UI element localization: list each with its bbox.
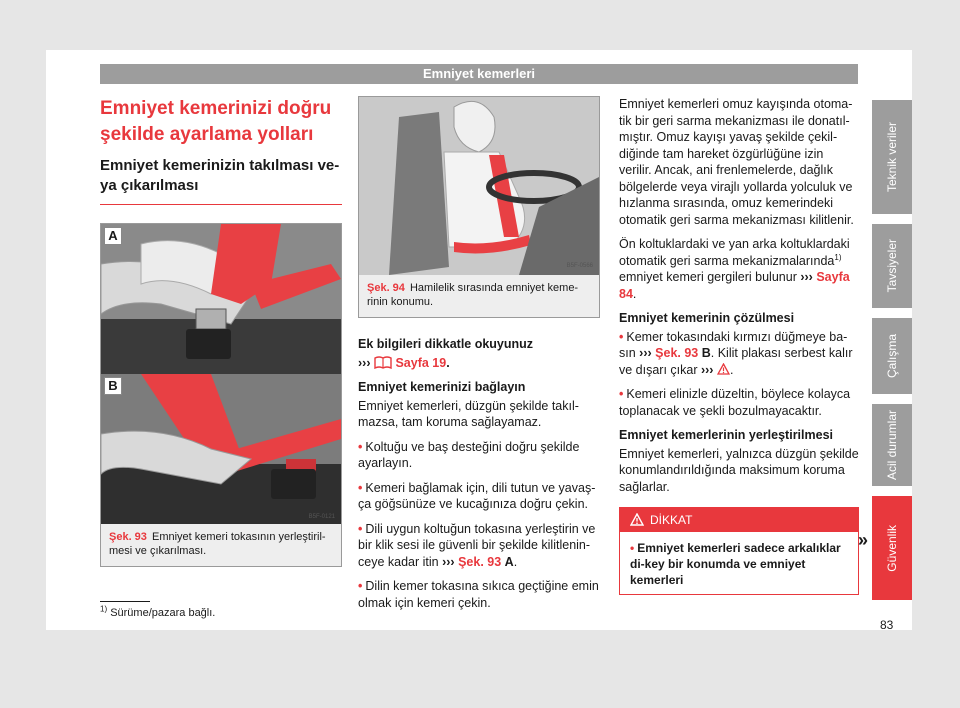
tab-tavsiyeler[interactable]: Tavsiyeler: [872, 224, 912, 308]
bullet-unfasten-2: •Kemeri elinizle düzeltin, böylece kolay…: [619, 387, 851, 418]
figure-panel-a-label: A: [104, 227, 122, 245]
warning-triangle-icon[interactable]: [716, 362, 731, 375]
figure-image-code: B5F-0566: [566, 263, 593, 269]
bullet-unfasten-1: •Kemer tokasındaki kırmızı düğmeye ba-sı…: [619, 329, 853, 377]
page-number: 83: [880, 618, 894, 632]
section-subtitle: Emniyet kemerinizin takılması ve-ya çıka…: [100, 156, 342, 205]
bullet-fasten-1: •Koltuğu ve baş desteğini doğru şekilde …: [358, 439, 580, 471]
column-3: Emniyet kemerleri omuz kayışında otoma-t…: [619, 96, 859, 595]
bullet-fasten-4: •Dilin kemer tokasına sıkıca geçtiğine e…: [358, 579, 599, 610]
pregnant-driver-illustration: [359, 97, 599, 275]
figure-93-b-link[interactable]: Şek. 93: [655, 346, 699, 360]
book-icon: [374, 355, 392, 369]
tab-acil-durumlar[interactable]: Acil durumlar: [872, 404, 912, 486]
para-tensioners: Ön koltuklardaki ve yan arka koltuklarda…: [619, 237, 850, 301]
continue-mark: »: [858, 530, 869, 550]
figure-image-code: B5F-0121: [308, 514, 335, 520]
heading-placement: Emniyet kemerlerinin yerleştirilmesi: [619, 428, 833, 442]
figure-93: A B B5F-0121 Şek. 93 Emniyet kemeri toka…: [100, 223, 342, 567]
warning-title: DİKKAT: [650, 513, 693, 527]
warning-triangle-icon: [629, 512, 645, 526]
figure-ref: Şek. 94: [367, 282, 405, 294]
bullet-fasten-2: •Kemeri bağlamak için, dili tutun ve yav…: [358, 480, 596, 512]
figure-94: B5F-0566 Şek. 94 Hamilelik sırasında emn…: [358, 96, 600, 318]
info-ref: Sayfa 19: [395, 355, 447, 370]
figure-caption-text: Emniyet kemeri tokasının yerleştiril-mes…: [109, 531, 326, 557]
page-84-link[interactable]: Sayfa 84: [619, 270, 850, 301]
para-placement: Emniyet kemerleri, yalnızca düzgün şekil…: [619, 446, 859, 494]
bullet-fasten-3: •Dili uygun koltuğun tokasına yerleştiri…: [358, 521, 596, 569]
section-title: Emniyet kemerinizi doğru şekilde ayarlam…: [100, 98, 332, 145]
warning-text: •Emniyet kemerleri sadece arkalıklar di-…: [620, 532, 858, 594]
seatbelt-buckle-illustration: [101, 224, 341, 524]
figure-panel-b-label: B: [104, 377, 122, 395]
column-1: Emniyet kemerinizi doğru şekilde ayarlam…: [100, 96, 342, 567]
para-fasten-intro: Emniyet kemerleri, düzgün şekilde takıl-…: [358, 398, 579, 430]
para-retractor: Emniyet kemerleri omuz kayışında otoma-t…: [619, 97, 854, 227]
warning-header: DİKKAT: [620, 508, 858, 532]
footnote: 1) Sürüme/pazara bağlı.: [100, 604, 216, 619]
footnote-divider: [100, 601, 150, 602]
chapter-header: Emniyet kemerleri: [100, 64, 858, 84]
info-heading: Ek bilgileri dikkatle okuyunuz: [358, 337, 534, 351]
figure-caption: Şek. 93 Emniyet kemeri tokasının yerleşt…: [101, 524, 341, 566]
figure-ref: Şek. 93: [109, 531, 147, 543]
column-2: B5F-0566 Şek. 94 Hamilelik sırasında emn…: [358, 96, 600, 619]
info-link[interactable]: ››› Sayfa 19.: [358, 355, 450, 370]
figure-caption: Şek. 94 Hamilelik sırasında emniyet keme…: [359, 275, 599, 317]
heading-fasten: Emniyet kemerinizi bağlayın: [358, 380, 526, 394]
tab-guvenlik[interactable]: Güvenlik: [872, 496, 912, 600]
figure-93-link[interactable]: Şek. 93: [458, 554, 502, 569]
warning-box: DİKKAT •Emniyet kemerleri sadece arkalık…: [619, 507, 859, 595]
tab-calisma[interactable]: Çalışma: [872, 318, 912, 394]
figure-caption-text: Hamilelik sırasında emniyet keme-rinin k…: [367, 282, 579, 308]
tab-teknik-veriler[interactable]: Teknik veriler: [872, 100, 912, 214]
heading-unfasten: Emniyet kemerinin çözülmesi: [619, 311, 795, 325]
